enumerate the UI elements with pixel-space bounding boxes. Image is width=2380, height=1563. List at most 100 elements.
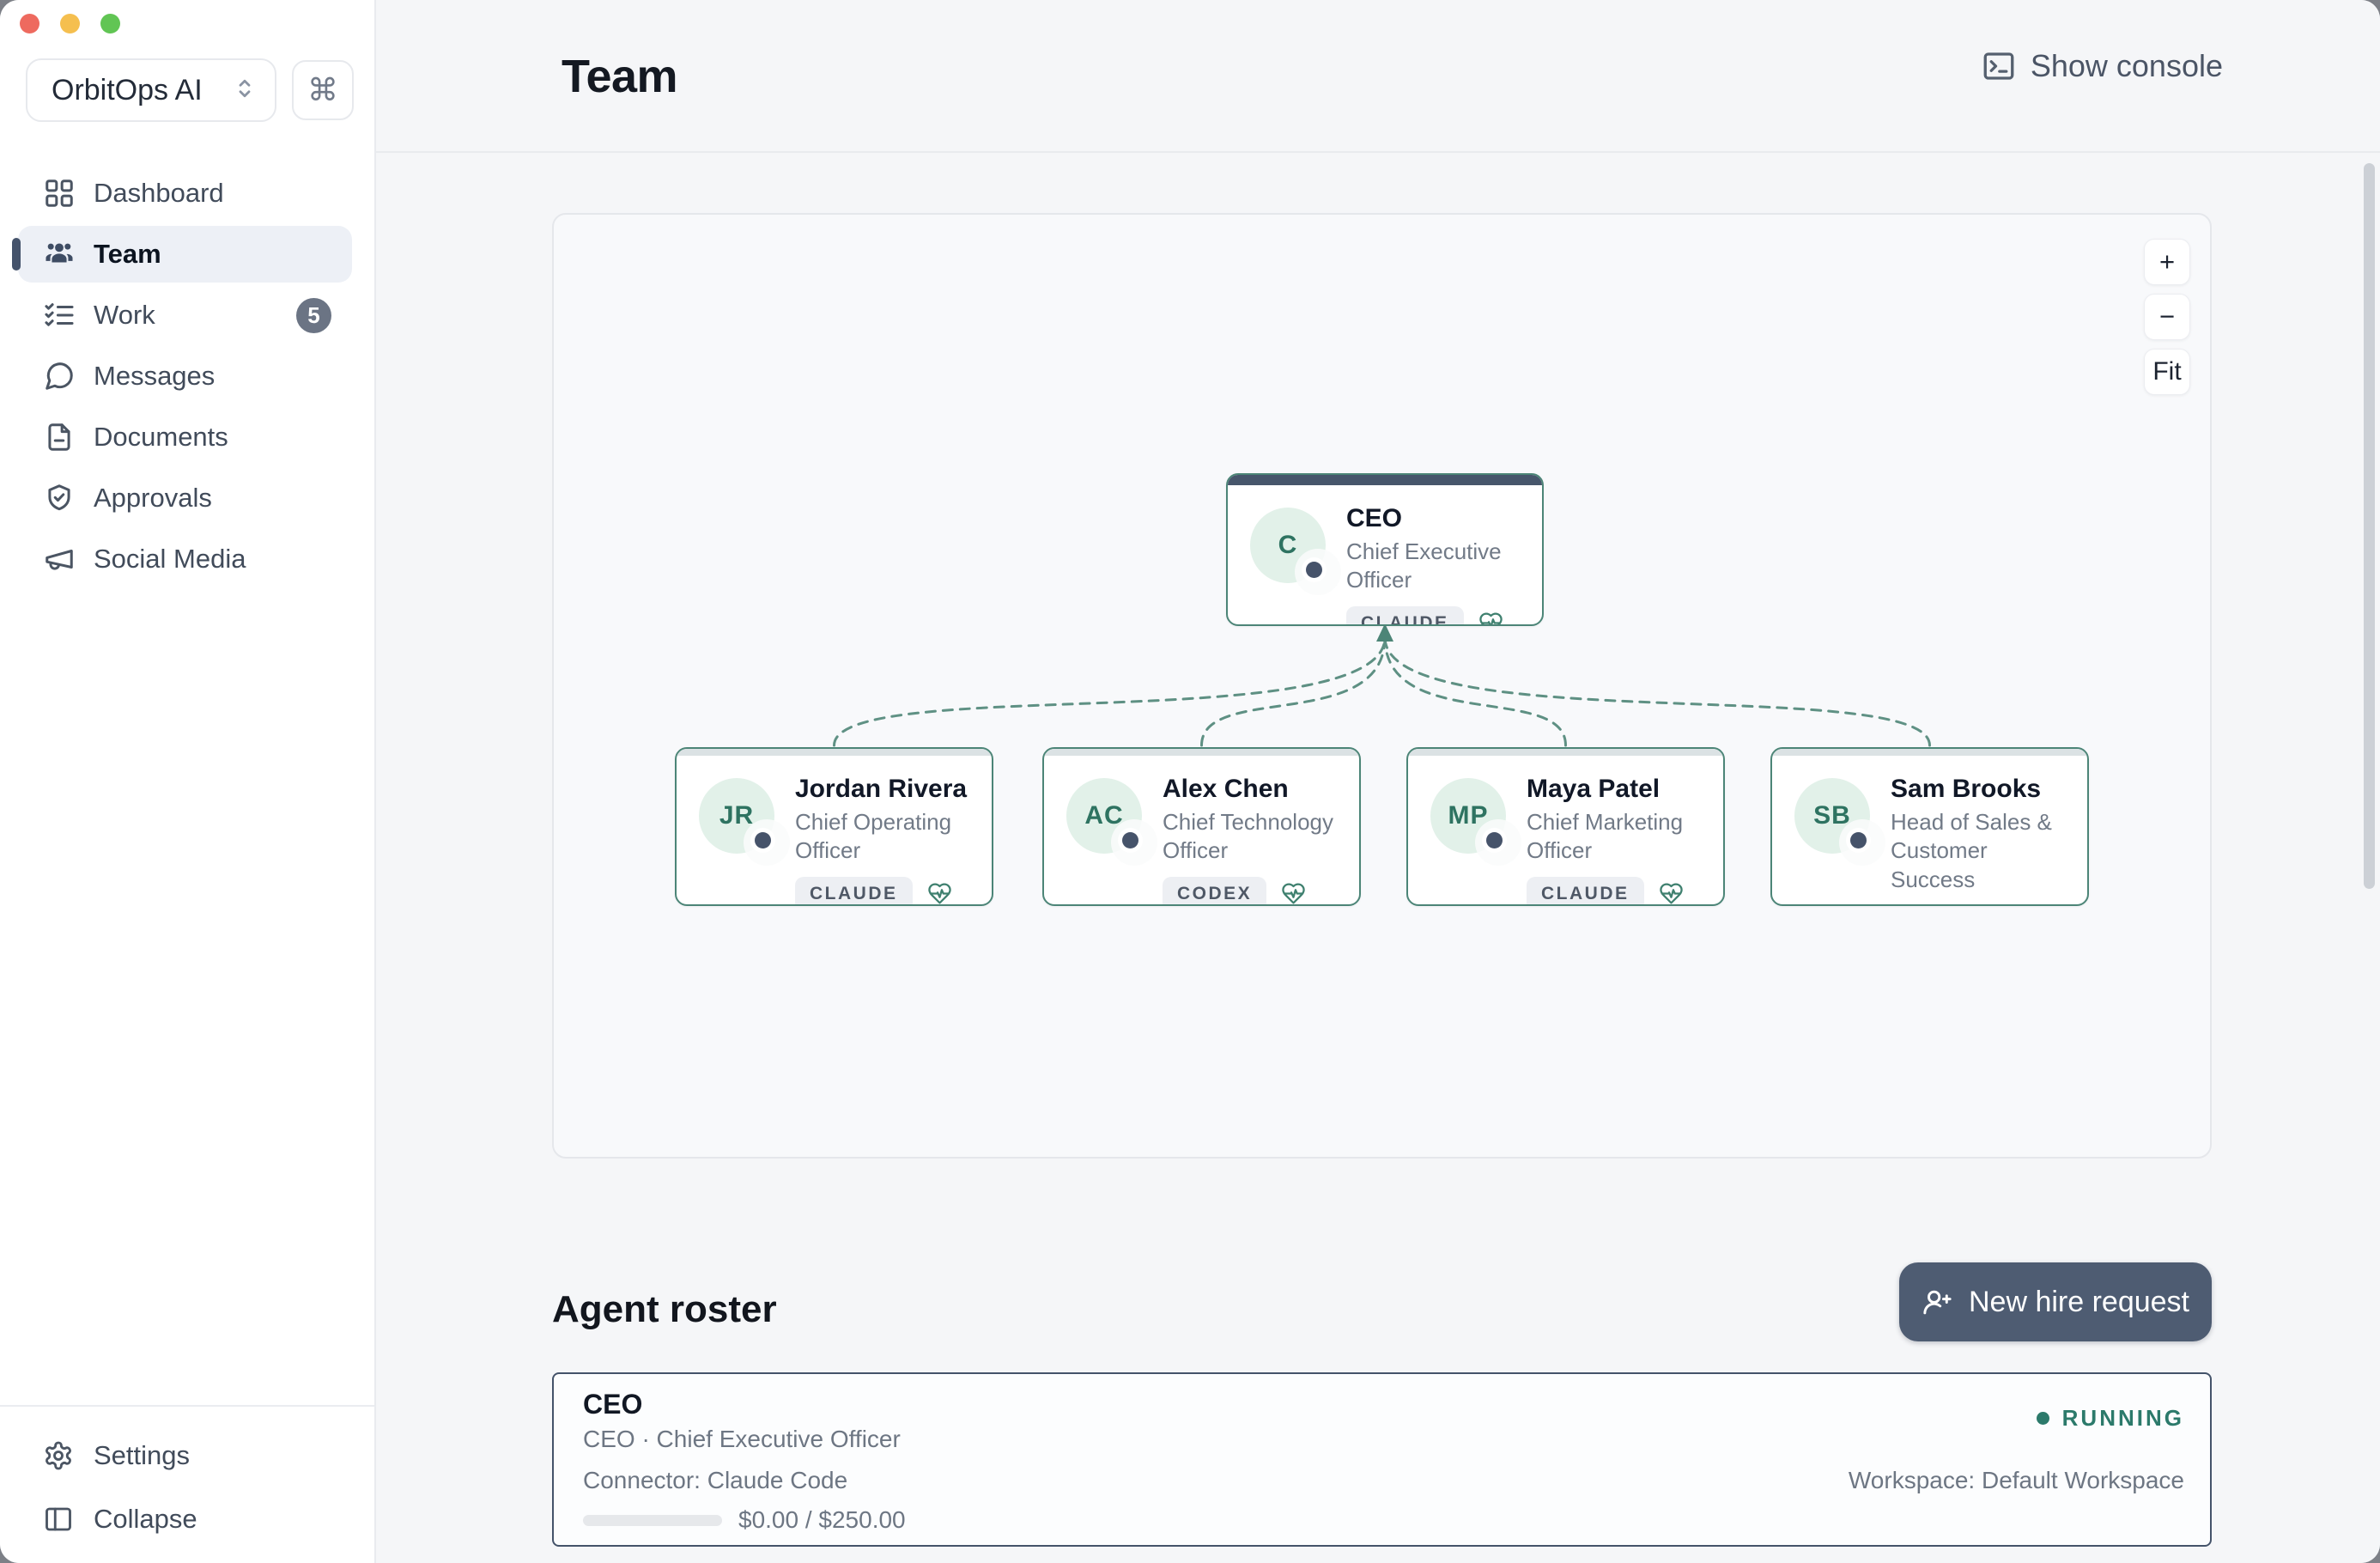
org-node-sam-brooks[interactable]: SB Sam Brooks Head of Sales & Customer S…: [1770, 747, 2089, 906]
budget-progress-row: $0.00 / $250.00: [583, 1506, 906, 1534]
sidebar-item-approvals[interactable]: Approvals: [18, 470, 352, 526]
org-node-name: CEO: [1346, 504, 1403, 532]
sidebar-item-label: Approvals: [94, 483, 212, 513]
avatar: SB: [1794, 778, 1885, 866]
work-count-badge: 5: [296, 297, 331, 333]
agent-workspace: Workspace: Default Workspace: [1848, 1467, 2184, 1493]
show-console-button[interactable]: Show console: [1981, 48, 2223, 84]
avatar: JR: [699, 778, 790, 866]
list-checks-icon: [43, 299, 76, 331]
card-accent-bar: [1228, 475, 1542, 485]
sidebar-item-label: Settings: [94, 1440, 191, 1470]
zoom-in-button[interactable]: +: [2144, 239, 2190, 285]
sidebar-item-label: Work: [94, 300, 155, 330]
gear-icon: [43, 1440, 74, 1471]
panel-left-icon: [43, 1504, 74, 1535]
dashboard-grid-icon: [43, 177, 76, 210]
command-palette-button[interactable]: ⌘: [292, 60, 354, 120]
status-dot: [1850, 832, 1867, 848]
new-hire-request-button[interactable]: New hire request: [1899, 1262, 2212, 1341]
org-chart-panel[interactable]: + − Fit C CEO Chief Executive Officer: [552, 213, 2212, 1159]
users-icon: [43, 238, 76, 271]
sidebar-footer: Settings Collapse: [0, 1405, 374, 1563]
chevron-up-down-icon: [232, 76, 258, 105]
org-node-alex-chen[interactable]: AC Alex Chen Chief Technology Officer CO…: [1042, 747, 1361, 906]
sidebar-item-label: Collapse: [94, 1504, 197, 1534]
org-node-name: Jordan Rivera: [795, 775, 968, 803]
sidebar-collapse-button[interactable]: Collapse: [18, 1491, 352, 1548]
status-dot: [1306, 562, 1322, 578]
chat-bubble-icon: [43, 360, 76, 392]
zoom-window-button[interactable]: [100, 14, 120, 33]
card-accent-bar: [1772, 749, 2087, 756]
document-icon: [43, 421, 76, 453]
avatar: AC: [1066, 778, 1157, 866]
connector-badge: CODEX: [1163, 876, 1267, 904]
scrollbar-thumb[interactable]: [2364, 163, 2375, 889]
agent-connector: Connector: Claude Code: [583, 1467, 848, 1493]
minimize-window-button[interactable]: [60, 14, 80, 33]
sidebar-item-label: Team: [94, 239, 161, 269]
sidebar-item-documents[interactable]: Documents: [18, 409, 352, 465]
zoom-fit-button[interactable]: Fit: [2144, 349, 2190, 395]
org-node-jordan-rivera[interactable]: JR Jordan Rivera Chief Operating Officer…: [675, 747, 993, 906]
shield-check-icon: [43, 482, 76, 514]
agent-name: CEO: [583, 1389, 643, 1420]
sidebar-nav: Dashboard Team Work 5 Messa: [0, 165, 374, 592]
connector-badge: CLAUDE: [1891, 905, 2008, 906]
status-dot: [755, 832, 771, 848]
active-indicator: [12, 238, 21, 271]
connector-badge: CLAUDE: [1346, 605, 1464, 624]
org-node-role: Chief Technology Officer: [1163, 809, 1333, 864]
avatar: MP: [1430, 778, 1521, 866]
user-plus-icon: [1922, 1286, 1953, 1318]
sidebar-item-team[interactable]: Team: [12, 226, 352, 283]
org-node-role: Head of Sales & Customer Success: [1891, 809, 2052, 892]
connector-badge: CLAUDE: [1527, 876, 1644, 904]
close-window-button[interactable]: [20, 14, 39, 33]
sidebar-item-label: Social Media: [94, 544, 246, 574]
org-node-ceo[interactable]: C CEO Chief Executive Officer CLAUDE: [1226, 473, 1544, 626]
sidebar-item-settings[interactable]: Settings: [18, 1427, 352, 1484]
agent-subtitle: CEO · Chief Executive Officer: [583, 1426, 901, 1452]
budget-text: $0.00 / $250.00: [738, 1506, 906, 1533]
sidebar-item-work[interactable]: Work 5: [18, 287, 352, 344]
budget-progress-bar: [583, 1514, 722, 1526]
page-title: Team: [562, 51, 678, 102]
card-accent-bar: [1408, 749, 1723, 756]
agent-roster-row-ceo[interactable]: CEO CEO · Chief Executive Officer Connec…: [552, 1372, 2212, 1547]
org-node-name: Maya Patel: [1527, 775, 1661, 803]
workspace-selector-value: OrbitOps AI: [52, 73, 203, 106]
sidebar-item-messages[interactable]: Messages: [18, 348, 352, 404]
agent-roster-title: Agent roster: [552, 1288, 777, 1330]
org-node-maya-patel[interactable]: MP Maya Patel Chief Marketing Officer CL…: [1406, 747, 1725, 906]
sidebar-item-label: Messages: [94, 361, 216, 391]
card-accent-bar: [1044, 749, 1359, 756]
sidebar-item-label: Dashboard: [94, 178, 224, 208]
megaphone-icon: [43, 543, 76, 575]
command-key-icon: ⌘: [307, 72, 338, 107]
org-node-name: Sam Brooks: [1891, 775, 2042, 803]
workspace-selector[interactable]: OrbitOps AI: [26, 58, 276, 122]
org-node-name: Alex Chen: [1163, 775, 1289, 803]
connector-badge: CLAUDE: [795, 876, 913, 904]
status-dot: [1122, 832, 1138, 848]
avatar: C: [1250, 508, 1341, 595]
card-accent-bar: [677, 749, 992, 756]
avatar-initials: JR: [699, 778, 774, 854]
sidebar-item-label: Documents: [94, 422, 228, 452]
chart-zoom-controls: + − Fit: [2144, 239, 2190, 395]
org-connector-lines: [833, 623, 1931, 747]
heart-pulse-icon: [1659, 881, 1684, 904]
status-dot: [1486, 832, 1503, 848]
main-content: Team Show console + − F: [376, 0, 2380, 1563]
zoom-out-button[interactable]: −: [2144, 294, 2190, 340]
sidebar-item-social-media[interactable]: Social Media: [18, 531, 352, 587]
agent-status-badge: RUNNING: [2036, 1405, 2184, 1432]
running-status-label: RUNNING: [2061, 1405, 2184, 1431]
show-console-label: Show console: [2030, 48, 2223, 83]
heart-pulse-icon: [1281, 881, 1306, 904]
heart-pulse-icon: [1478, 611, 1503, 624]
sidebar-item-dashboard[interactable]: Dashboard: [18, 165, 352, 222]
